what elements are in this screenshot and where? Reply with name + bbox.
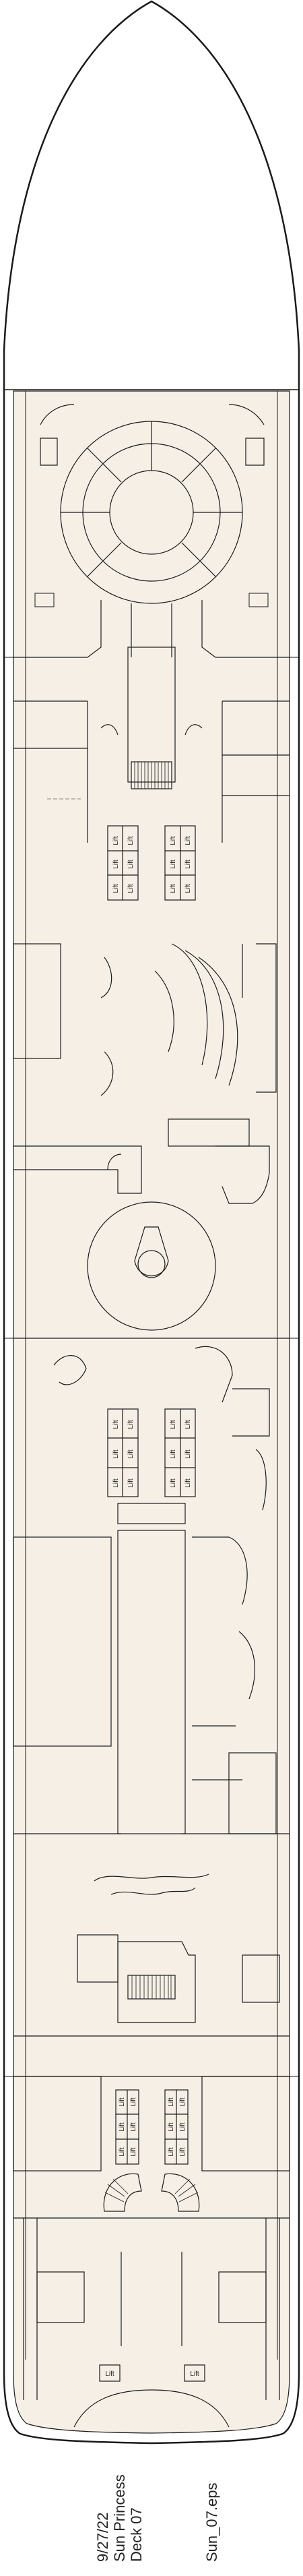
caption-date: 9/27/22: [94, 2513, 111, 2562]
lift-label: Lift: [119, 2122, 126, 2132]
lift-label: Lift: [179, 2122, 187, 2132]
lift-label: Lift: [127, 1420, 135, 1429]
lift-label: Lift: [179, 2097, 187, 2107]
aft-spiral-stairs: [103, 2173, 200, 2212]
lift-label: Lift: [184, 1420, 192, 1429]
lift-label: Lift: [127, 1449, 135, 1459]
lift-label: Lift: [170, 884, 177, 893]
aft-stair: [127, 1975, 176, 2000]
lift-label: Lift: [105, 2370, 114, 2378]
lift-labels: Lift Lift Lift Lift Lift Lift Lift Lift …: [105, 836, 199, 2378]
lift-label: Lift: [168, 2122, 175, 2132]
lift-label: Lift: [168, 2097, 175, 2107]
lift-label: Lift: [170, 860, 177, 869]
lift-label: Lift: [170, 1449, 177, 1459]
lift-label: Lift: [130, 2122, 137, 2132]
lift-label: Lift: [112, 836, 120, 845]
lift-label: Lift: [127, 884, 135, 893]
lift-label: Lift: [130, 2147, 137, 2157]
lift-label: Lift: [119, 2147, 126, 2157]
caption-deck: Deck 07: [128, 2507, 145, 2562]
lift-label: Lift: [130, 2097, 137, 2107]
lift-label: Lift: [127, 860, 135, 869]
caption-file: Sun_07.eps: [203, 2483, 220, 2562]
lift-label: Lift: [127, 836, 135, 845]
lift-label: Lift: [112, 1449, 120, 1459]
lift-label: Lift: [170, 836, 177, 845]
theatre: [13, 943, 277, 1204]
lift-label: Lift: [184, 1449, 192, 1459]
forward-lounge: [40, 404, 265, 604]
forward-stair: [131, 761, 172, 789]
lift-label: Lift: [119, 2097, 126, 2107]
lift-label: Lift: [184, 1478, 192, 1488]
lift-label: Lift: [184, 884, 192, 893]
lift-label: Lift: [112, 884, 120, 893]
lift-label: Lift: [168, 2147, 175, 2157]
atrium: [87, 1201, 216, 1331]
lift-label: Lift: [184, 860, 192, 869]
deck-floor: [13, 390, 290, 2434]
lift-label: Lift: [170, 1478, 177, 1488]
lift-label: Lift: [170, 1420, 177, 1429]
lift-label: Lift: [179, 2147, 187, 2157]
lift-label: Lift: [190, 2370, 199, 2378]
lift-label: Lift: [112, 1478, 120, 1488]
lift-label: Lift: [112, 1420, 120, 1429]
plan-caption: 9/27/22 Sun Princess Deck 07 Sun_07.eps: [94, 2474, 220, 2562]
lift-label: Lift: [112, 860, 120, 869]
lift-label: Lift: [184, 836, 192, 845]
caption-ship: Sun Princess: [111, 2474, 128, 2562]
lift-label: Lift: [127, 1478, 135, 1488]
